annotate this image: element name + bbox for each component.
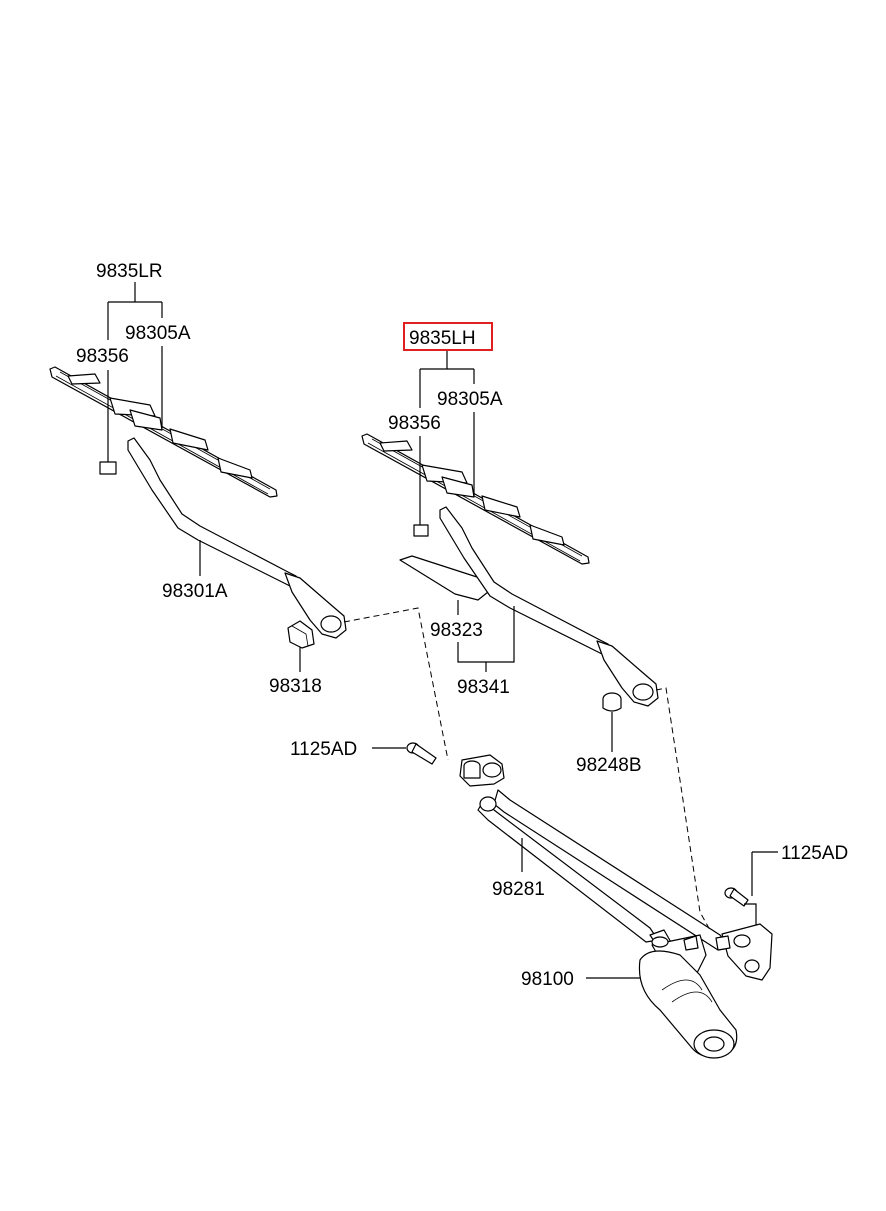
label-98248B[interactable]: 98248B — [576, 755, 642, 776]
label-98305A-right[interactable]: 98305A — [437, 389, 503, 410]
label-98323[interactable]: 98323 — [430, 620, 483, 641]
label-98356-right[interactable]: 98356 — [388, 413, 441, 434]
left-wiper-arm[interactable] — [127, 437, 347, 639]
label-98281[interactable]: 98281 — [492, 879, 545, 900]
bolt-left[interactable] — [406, 742, 437, 765]
label-1125AD-right[interactable]: 1125AD — [781, 843, 848, 864]
label-98341[interactable]: 98341 — [457, 677, 510, 698]
label-98100[interactable]: 98100 — [521, 969, 574, 990]
right-wiper-arm[interactable] — [439, 506, 659, 707]
leader-lines — [107, 282, 778, 979]
right-blade-clip[interactable] — [413, 524, 429, 537]
left-wiper-blade[interactable] — [49, 366, 278, 498]
label-1125AD-left[interactable]: 1125AD — [290, 739, 357, 760]
left-arm-cap[interactable] — [287, 620, 315, 649]
wiper-motor[interactable] — [638, 929, 738, 1059]
dashed-guide-left — [343, 607, 449, 761]
label-98318[interactable]: 98318 — [269, 676, 322, 697]
left-blade-clip[interactable] — [99, 461, 117, 475]
right-nut-cap[interactable] — [602, 692, 622, 712]
label-98305A-left[interactable]: 98305A — [125, 323, 191, 344]
label-9835LH[interactable]: 9835LH — [409, 328, 476, 349]
wiper-linkage[interactable] — [459, 754, 773, 981]
label-98301A[interactable]: 98301A — [162, 581, 228, 602]
bolt-right[interactable] — [724, 887, 749, 907]
highlight-box — [403, 322, 493, 351]
right-wiper-blade[interactable] — [361, 433, 590, 565]
label-9835LR[interactable]: 9835LR — [96, 261, 163, 282]
label-98356-left[interactable]: 98356 — [76, 346, 129, 367]
dashed-guide-right — [655, 687, 711, 931]
